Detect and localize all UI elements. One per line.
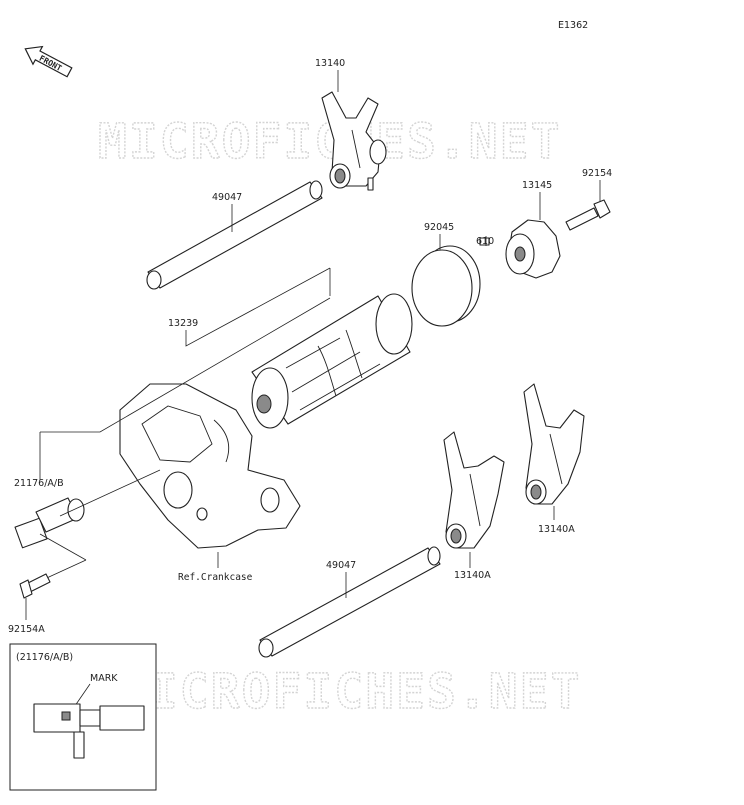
gear-position-sensor [14, 469, 161, 549]
dowel-pin [479, 237, 490, 246]
callout-shaft-top: 49047 [212, 192, 242, 203]
front-arrow-icon: FRONT [24, 45, 73, 78]
callout-sensor-bolt: 92154A [8, 624, 45, 635]
callout-fork-right: 13140A [538, 524, 575, 535]
shift-fork-right [523, 383, 585, 505]
shift-rod-top [146, 180, 323, 290]
callout-bolt: 92154 [582, 168, 612, 179]
shift-rod-bottom [258, 546, 441, 658]
callout-bearing: 92045 [424, 222, 454, 233]
callout-cam: 13145 [522, 180, 552, 191]
inset-title: (21176/A/B) [16, 652, 73, 663]
shift-drum [251, 293, 413, 429]
watermark-bottom: MICROFICHES.NET [118, 664, 581, 720]
inset-mark-label: MARK [90, 673, 118, 684]
callout-fork-top: 13140 [315, 58, 345, 69]
callout-drum: 13239 [168, 318, 198, 329]
crankcase [119, 383, 301, 549]
bolt [565, 199, 611, 231]
callout-fork-middle: 13140A [454, 570, 491, 581]
diagram-code: E1362 [558, 20, 588, 31]
shift-fork-top [321, 91, 387, 191]
bearing [411, 245, 481, 327]
callout-shaft-bottom: 49047 [326, 560, 356, 571]
sensor-bolt [19, 573, 51, 599]
shift-cam [505, 219, 561, 279]
callout-pin: 610 [476, 236, 494, 247]
shift-fork-middle [443, 431, 505, 549]
ref-crankcase-label: Ref.Crankcase [178, 572, 253, 583]
callout-sensor: 21176/A/B [14, 478, 64, 489]
inset-detail: (21176/A/B) MARK [9, 643, 157, 791]
